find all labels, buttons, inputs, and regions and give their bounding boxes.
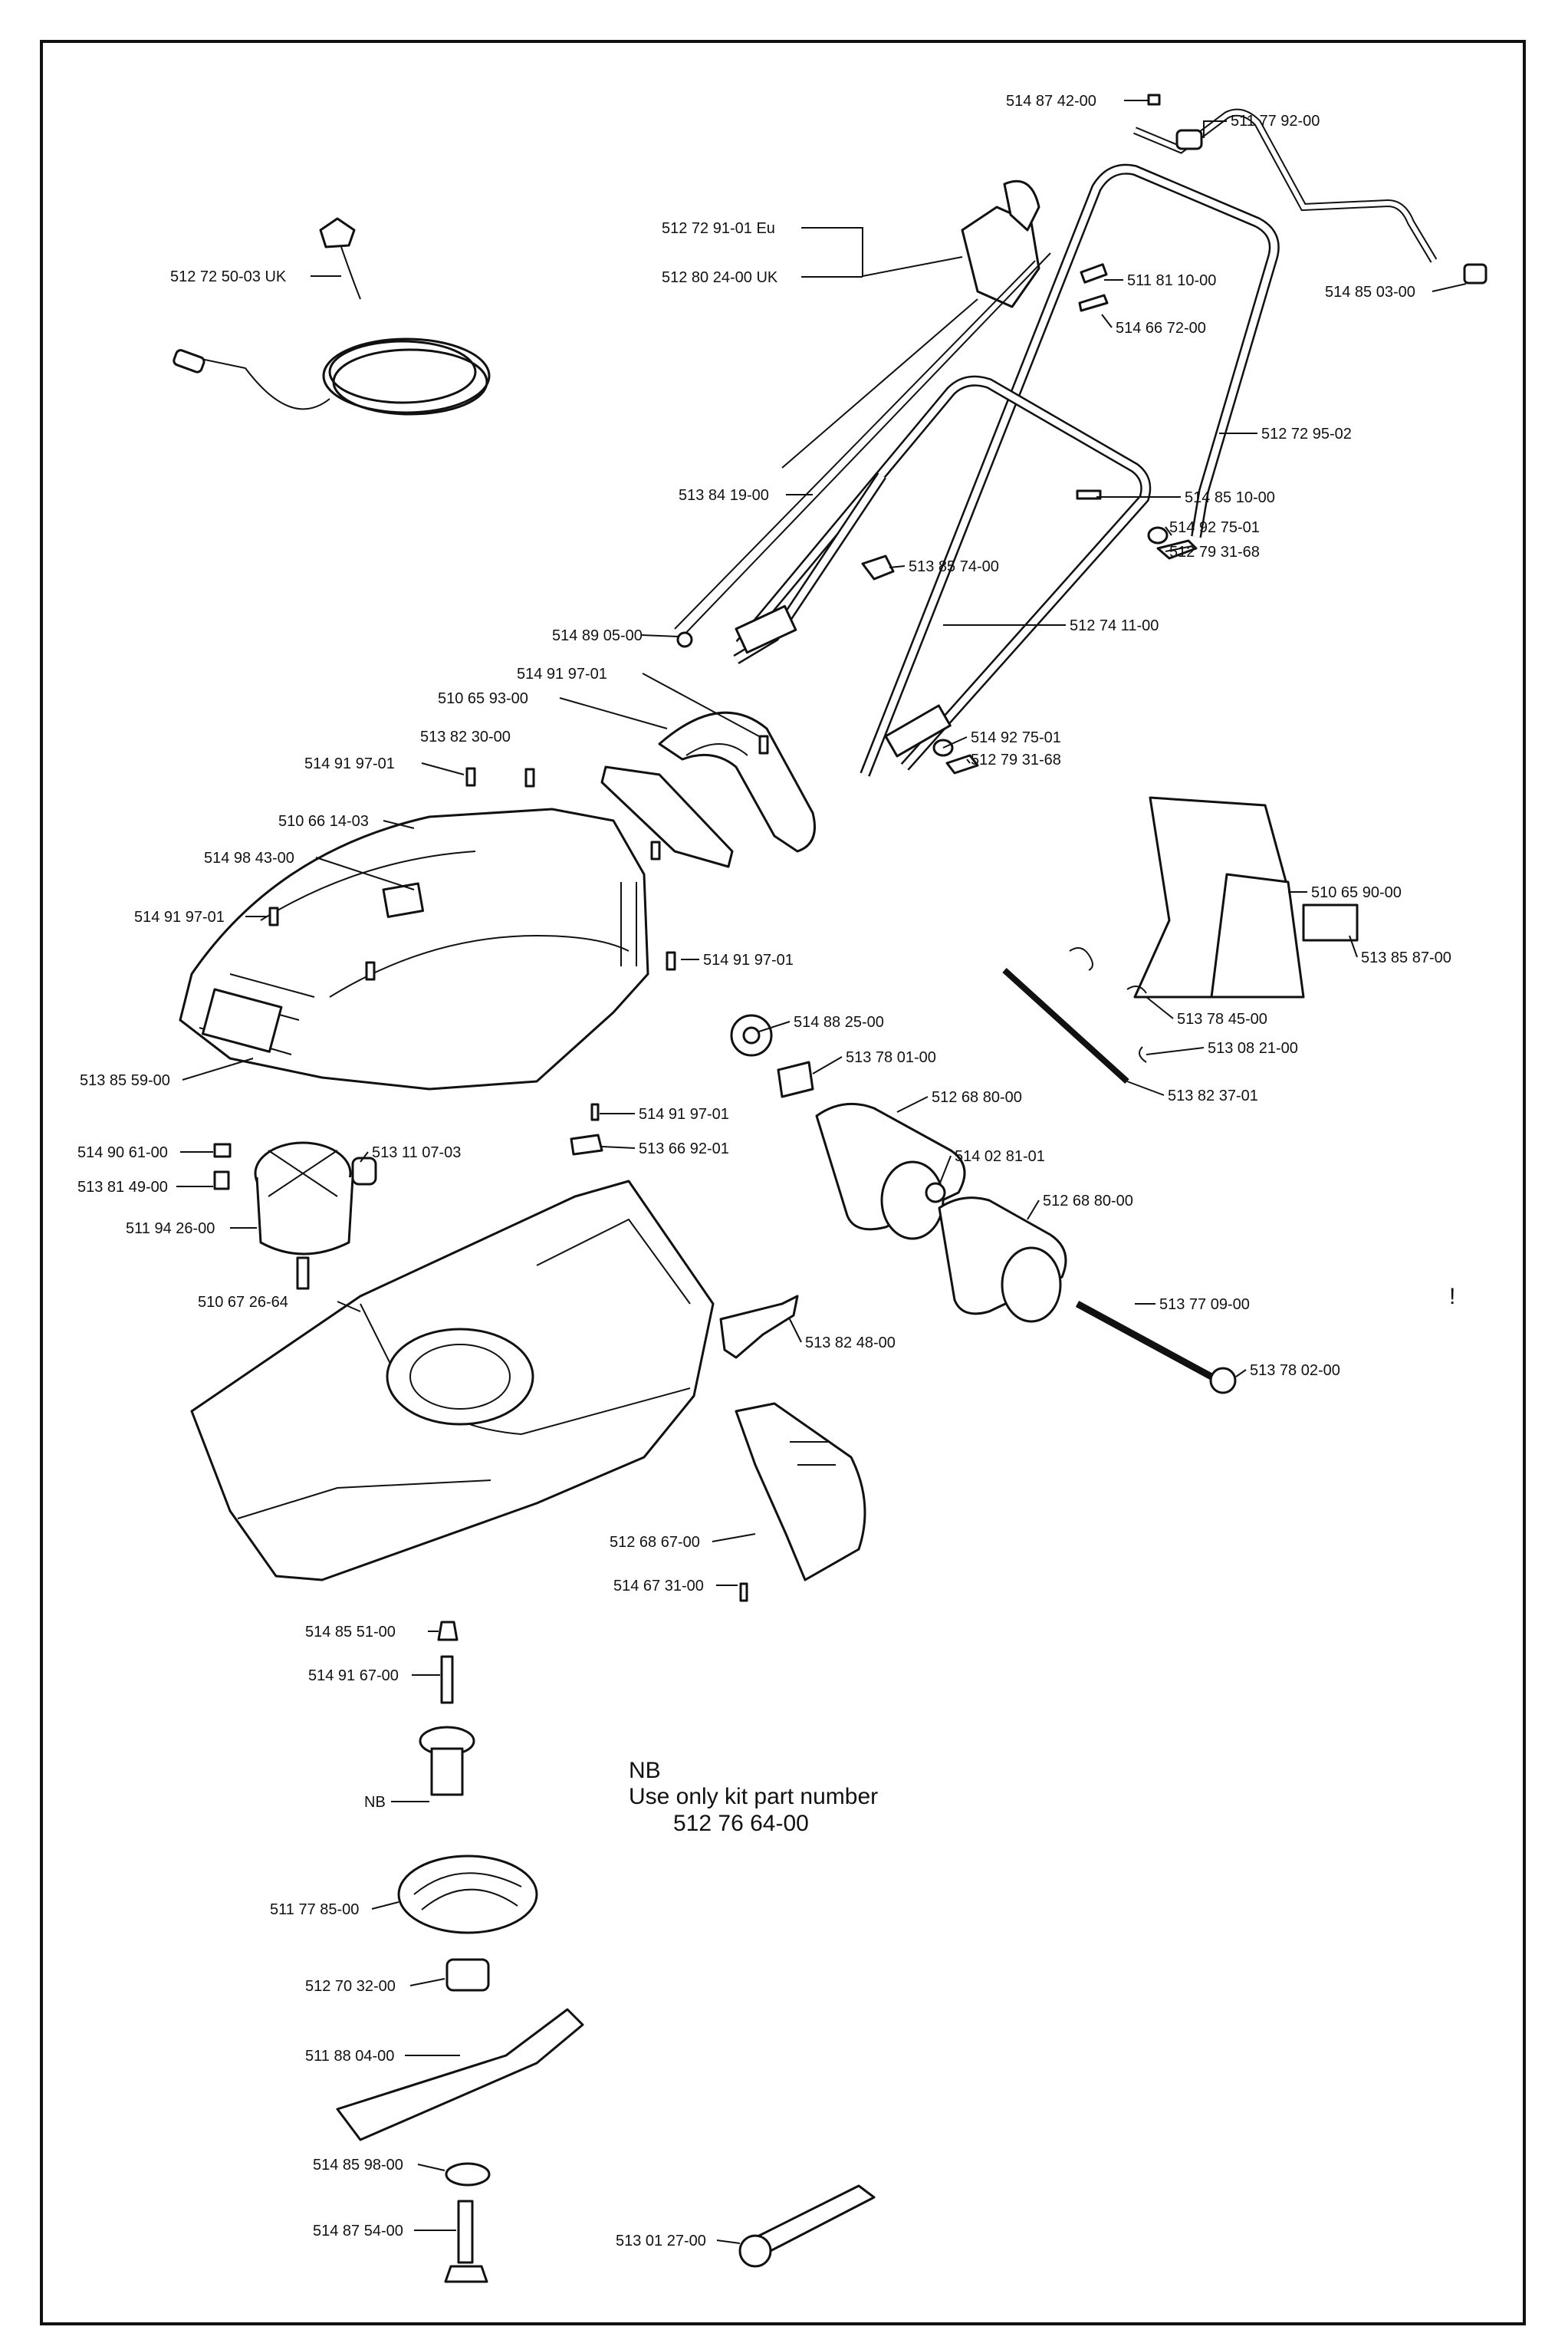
label-514-85-03-00: 514 85 03-00 — [1325, 284, 1415, 301]
label-514-91-97-01-a: 514 91 97-01 — [517, 666, 607, 683]
label-510-67-26-64: 510 67 26-64 — [198, 1294, 288, 1311]
label-510-66-14-03: 510 66 14-03 — [278, 813, 369, 830]
label-514-90-61-00: 514 90 61-00 — [77, 1144, 168, 1161]
label-513-78-45-00: 513 78 45-00 — [1177, 1011, 1267, 1028]
label-512-79-31-68-a: 512 79 31-68 — [1169, 544, 1260, 561]
part-labels: 514 87 42-00 511 77 92-00 512 72 91-01 E… — [77, 93, 1455, 2249]
label-512-68-80-00-b: 512 68 80-00 — [1043, 1193, 1133, 1209]
power-cord — [173, 217, 491, 416]
roller-spring-hardware — [1002, 947, 1147, 1084]
catcher-handle — [658, 711, 816, 853]
control-cable — [674, 252, 1051, 637]
label-513-11-07-03: 513 11 07-03 — [372, 1144, 461, 1161]
small-hardware-top — [676, 94, 1487, 775]
label-513-08-21-00: 513 08 21-00 — [1208, 1040, 1298, 1057]
label-513-85-74-00: 513 85 74-00 — [909, 558, 999, 575]
lower-handle — [735, 375, 1152, 771]
mower-deck — [190, 1180, 715, 1581]
label-514-91-97-01-b: 514 91 97-01 — [304, 755, 395, 772]
label-514-91-97-01-c: 514 91 97-01 — [134, 909, 225, 926]
label-513-85-87-00: 513 85 87-00 — [1361, 949, 1451, 966]
label-511-77-92-00: 511 77 92-00 — [1231, 113, 1320, 130]
label-511-81-10-00: 511 81 10-00 — [1127, 272, 1216, 289]
label-514-88-25-00: 514 88 25-00 — [794, 1014, 884, 1031]
label-514-85-10-00: 514 85 10-00 — [1185, 489, 1275, 506]
cable-guide-bar — [1133, 108, 1438, 263]
deck-bracket — [719, 1295, 799, 1359]
label-513-82-37-01: 513 82 37-01 — [1168, 1088, 1258, 1104]
label-514-02-81-01: 514 02 81-01 — [955, 1148, 1045, 1165]
label-513-01-27-00: 513 01 27-00 — [616, 2233, 706, 2249]
label-510-65-90-00: 510 65 90-00 — [1311, 884, 1402, 901]
label-514-85-98-00: 514 85 98-00 — [313, 2157, 403, 2174]
label-512-74-11-00: 512 74 11-00 — [1070, 617, 1159, 634]
label-514-85-51-00: 514 85 51-00 — [305, 1624, 396, 1641]
motor — [213, 1141, 377, 1290]
label-510-65-93-00: 510 65 93-00 — [438, 690, 528, 707]
label-511-77-85-00: 511 77 85-00 — [270, 1901, 359, 1918]
note-line-1: Use only kit part number — [629, 1784, 878, 1809]
label-513-66-92-01: 513 66 92-01 — [639, 1140, 729, 1157]
label-513-84-19-00: 513 84 19-00 — [679, 487, 769, 504]
label-511-94-26-00: 511 94 26-00 — [126, 1220, 215, 1237]
label-513-82-30-00: 513 82 30-00 — [420, 729, 511, 745]
label-513-82-48-00: 513 82 48-00 — [805, 1334, 896, 1351]
label-512-72-91-01: 512 72 91-01 Eu — [662, 220, 775, 237]
label-513-78-02-00: 513 78 02-00 — [1250, 1362, 1340, 1379]
label-512-79-31-68-b: 512 79 31-68 — [971, 752, 1061, 768]
switch-box — [961, 179, 1040, 308]
motor-cover — [179, 808, 649, 1091]
label-512-72-50-03: 512 72 50-03 UK — [170, 268, 287, 285]
label-512-72-95-02: 512 72 95-02 — [1261, 426, 1352, 443]
screws-hood — [268, 735, 769, 981]
note-title: NB — [629, 1758, 661, 1783]
clip-hardware — [570, 1103, 603, 1156]
side-guard — [735, 1402, 866, 1602]
rear-flap — [1133, 796, 1359, 999]
label-514-92-75-01-b: 514 92 75-01 — [971, 729, 1061, 746]
rear-roller — [925, 1182, 1237, 1394]
upper-handle — [860, 163, 1280, 777]
blade-stack — [336, 1621, 584, 2283]
label-513-77-09-00: 513 77 09-00 — [1159, 1296, 1250, 1313]
note-line-2: 512 76 64-00 — [673, 1811, 809, 1836]
label-514-89-05-00: 514 89 05-00 — [552, 627, 643, 644]
label-513-78-01-00: 513 78 01-00 — [846, 1049, 936, 1066]
label-514-67-31-00: 514 67 31-00 — [613, 1578, 704, 1594]
label-514-91-97-01-d: 514 91 97-01 — [703, 952, 794, 969]
label-512-80-24-00: 512 80 24-00 UK — [662, 269, 778, 286]
exclamation-mark: ! — [1449, 1284, 1455, 1309]
label-512-68-80-00-a: 512 68 80-00 — [932, 1089, 1022, 1106]
label-512-68-67-00: 512 68 67-00 — [610, 1534, 700, 1551]
label-514-87-54-00: 514 87 54-00 — [313, 2223, 403, 2239]
label-513-81-49-00: 513 81 49-00 — [77, 1179, 168, 1196]
diagram-frame — [40, 40, 1526, 2325]
spanner-tool — [738, 2184, 876, 2268]
leader-lines — [176, 100, 1467, 2244]
grille-plate — [600, 765, 734, 868]
label-514-92-75-01-a: 514 92 75-01 — [1169, 519, 1260, 536]
kit-note: NB Use only kit part number 512 76 64-00 — [629, 1758, 878, 1836]
label-514-91-97-01-e: 514 91 97-01 — [639, 1106, 729, 1123]
label-512-70-32-00: 512 70 32-00 — [305, 1978, 396, 1995]
label-513-85-59-00: 513 85 59-00 — [80, 1072, 170, 1089]
label-514-98-43-00: 514 98 43-00 — [204, 850, 294, 867]
label-514-91-67-00: 514 91 67-00 — [308, 1667, 399, 1684]
label-514-87-42-00: 514 87 42-00 — [1006, 93, 1096, 110]
label-nb: NB — [364, 1794, 386, 1811]
label-514-66-72-00: 514 66 72-00 — [1116, 320, 1206, 337]
label-511-88-04-00: 511 88 04-00 — [305, 2048, 394, 2065]
